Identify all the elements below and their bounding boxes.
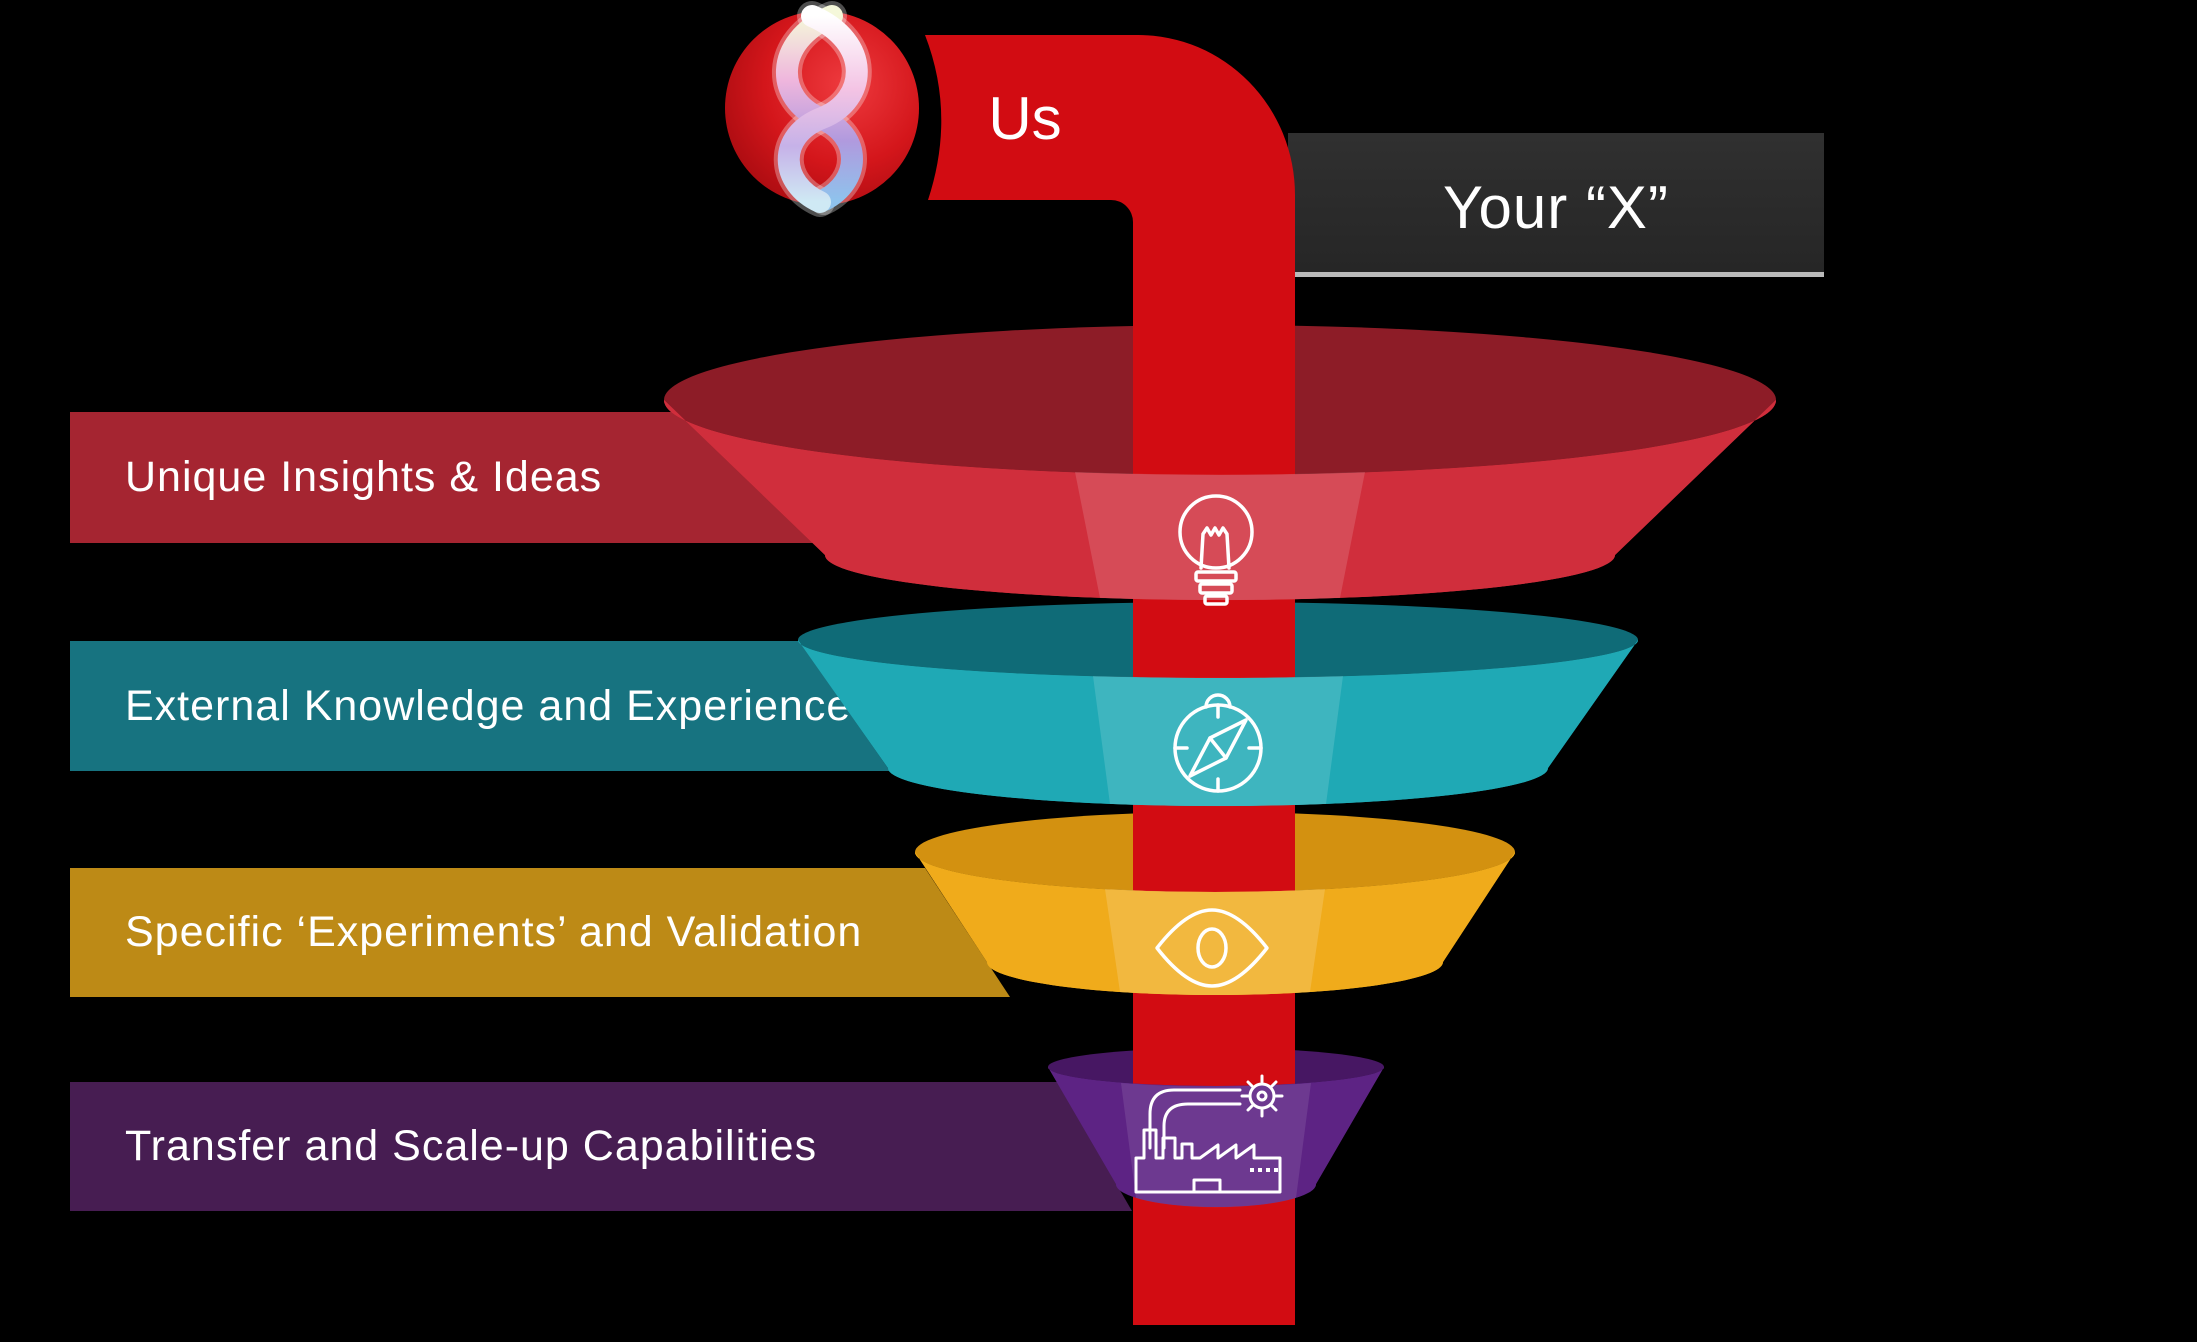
funnel-ring-2 xyxy=(798,640,1638,807)
stage-label: Specific ‘Experiments’ and Validation xyxy=(125,908,863,956)
us-label: Us xyxy=(988,85,1062,152)
your-x-label: Your “X” xyxy=(1443,174,1669,241)
compass-icon xyxy=(1173,693,1263,793)
us-pipe xyxy=(925,35,1295,1325)
stage-bar-experiments-validation: Specific ‘Experiments’ and Validation xyxy=(70,868,1010,997)
stage-bar-unique-insights: Unique Insights & Ideas xyxy=(70,412,813,543)
stage-bar-transfer-scaleup: Transfer and Scale-up Capabilities xyxy=(70,1082,1132,1211)
stage-label: External Knowledge and Experience xyxy=(125,681,852,730)
lightbulb-icon xyxy=(1178,494,1254,606)
funnel-ring-1 xyxy=(664,400,1776,606)
stage-bar-external-knowledge: External Knowledge and Experience xyxy=(70,641,890,771)
brand-x-logo-icon xyxy=(725,1,919,217)
factory-icon xyxy=(1134,1074,1284,1194)
stage-label: Unique Insights & Ideas xyxy=(125,453,603,501)
stage-label: Transfer and Scale-up Capabilities xyxy=(125,1122,818,1170)
funnel-ring-4 xyxy=(1048,1067,1384,1208)
your-x-box: Your “X” xyxy=(1288,133,1824,277)
eye-icon xyxy=(1155,908,1269,988)
funnel-ring-3 xyxy=(915,852,1515,996)
